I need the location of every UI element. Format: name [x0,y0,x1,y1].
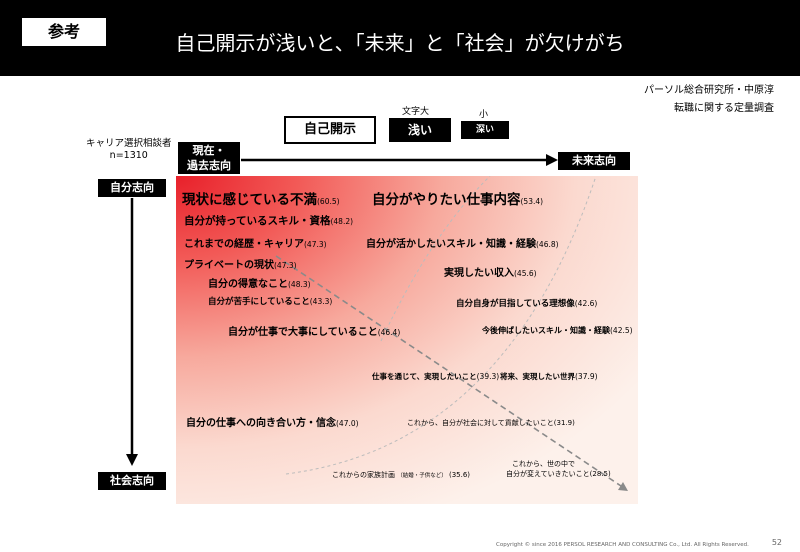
page-number: 52 [771,538,782,547]
item-desired-income: 実現したい収入(45.6) [444,268,537,279]
page-title: 自己開示が浅いと、「未来」と「社会」が欠けがち [175,31,625,55]
axis-label-self: 自分志向 [98,179,166,197]
item-change-society-line-1: これから、世の中で [512,460,575,468]
item-weaknesses: 自分が苦手にしていること(43.3) [208,297,333,307]
time-axis-arrowhead [546,154,558,166]
axis-label-present-past: 現在・ 過去志向 [178,142,240,174]
legend-self-disclosure: 自己開示 [284,116,376,144]
reference-badge: 参考 [22,18,106,46]
source-line-1: パーソル総合研究所・中原淳 [644,85,774,96]
item-current-dissatisfaction: 現状に感じている不満(60.5) [182,192,340,208]
respondents-label: キャリア選択相談者 [86,138,172,149]
item-work-values: 自分が仕事で大事にしていること(46.4) [228,327,401,338]
diagonal-trend-arrowhead [618,482,628,491]
guide-curve-outer [285,176,597,475]
source-line-2: 転職に関する定量調査 [674,103,774,114]
guide-curve-inner [380,176,491,342]
item-strengths: 自分の得意なこと(48.3) [208,279,311,290]
item-skills-to-grow: 今後伸ばしたいスキル・知識・経験(42.5) [482,326,633,335]
respondents-count: n=1310 [109,150,148,161]
axis-past-line: 過去志向 [187,159,231,172]
item-career-history: これまでの経歴・キャリア(47.3) [184,239,327,250]
item-social-contribution: これから、自分が社会に対して貢献したいこと(31.9) [407,419,575,427]
source-note: パーソル総合研究所・中原淳 転職に関する定量調査 [644,82,774,118]
axis-present-line: 現在・ [192,144,226,157]
item-future-world: 将来、実現したい世界(37.9) [500,372,598,381]
legend-caption-large: 文字大 [402,107,430,117]
legend-deep: 深い [461,121,509,139]
copyright-notice: Copyright © since 2016 PERSOL RESEARCH A… [496,542,749,548]
axis-label-future: 未来志向 [558,152,630,170]
item-desired-work: 自分がやりたい仕事内容(53.4) [372,192,544,208]
item-change-society: これから、世の中で 自分が変えていきたいこと(28.5) [506,459,611,479]
item-family-plan: これからの家族計画 （結婚・子供など） (35.6) [332,471,471,479]
legend-caption-small: 小 [479,110,489,120]
header-bar: 参考 自己開示が浅いと、「未来」と「社会」が欠けがち [0,0,800,76]
item-ideal-self: 自分自身が目指している理想像(42.6) [456,299,598,309]
axis-label-society: 社会志向 [98,472,166,490]
orientation-axis-arrowhead [126,454,138,466]
item-change-society-line-2: 自分が変えていきたいこと(28.5) [506,470,611,478]
plot-area: 現状に感じている不満(60.5) 自分がやりたい仕事内容(53.4) 自分が持っ… [176,176,638,504]
plot-guides [275,176,628,491]
item-work-goals: 仕事を通じて、実現したいこと(39.3) [372,372,500,381]
respondents-note: キャリア選択相談者 n=1310 [86,138,172,162]
item-private-status: プライベートの現状(47.3) [184,260,297,271]
item-work-beliefs: 自分の仕事への向き合い方・信念(47.0) [186,418,359,429]
legend-shallow: 浅い [389,118,451,142]
item-skills-to-use: 自分が活かしたいスキル・知識・経験(46.8) [366,239,559,250]
item-skills-held: 自分が持っているスキル・資格(48.2) [184,215,354,227]
